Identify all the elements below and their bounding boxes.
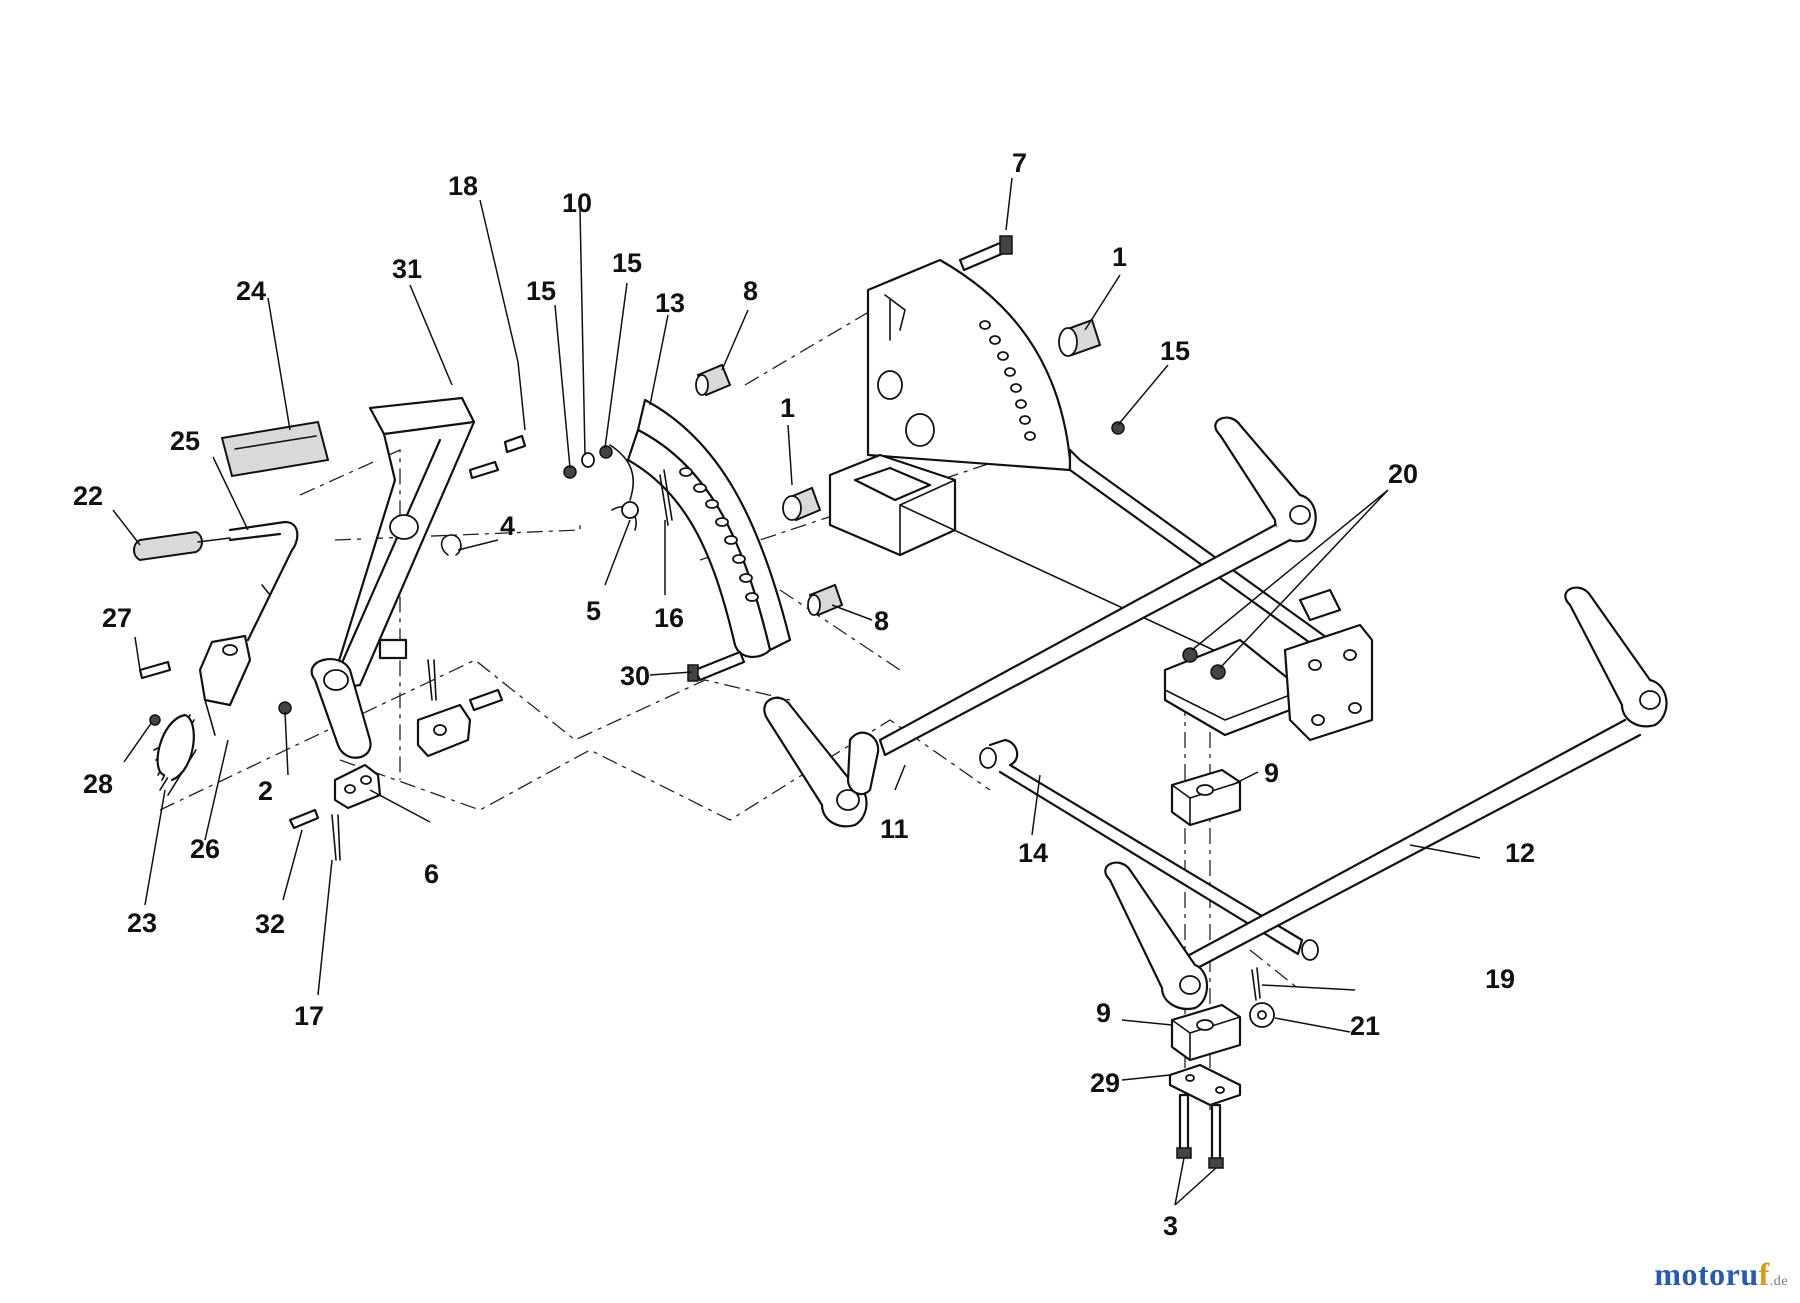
watermark-letter: o <box>1709 1256 1726 1292</box>
callout-5: 5 <box>586 596 601 626</box>
callout-12: 12 <box>1505 838 1535 868</box>
callout-9: 9 <box>1096 998 1111 1028</box>
part-26-bracket <box>198 634 252 736</box>
callout-17: 17 <box>294 1001 324 1031</box>
callout-9: 9 <box>1264 758 1279 788</box>
leader-lines <box>112 177 1481 1206</box>
callout-25: 25 <box>170 426 200 456</box>
callout-8: 8 <box>743 276 758 306</box>
callout-20: 20 <box>1388 459 1418 489</box>
callout-19: 19 <box>1485 964 1515 994</box>
frame-holes <box>979 320 1036 441</box>
part-16-pin <box>659 469 673 526</box>
part-19-pin <box>1251 967 1261 1001</box>
part-14-rod <box>979 738 1319 961</box>
part-22-grip <box>133 530 231 562</box>
callout-7: 7 <box>1012 148 1027 178</box>
callout-24: 24 <box>236 276 266 306</box>
callout-15: 15 <box>612 248 642 278</box>
part-clevis-link <box>416 659 504 758</box>
part-31-pedal-arm <box>310 396 476 759</box>
callout-22: 22 <box>73 481 103 511</box>
watermark-letter: t <box>1697 1256 1710 1292</box>
part-18-bolts <box>468 434 527 480</box>
callout-21: 21 <box>1350 1011 1380 1041</box>
part-9-block-lower <box>1170 1003 1242 1062</box>
part-11-arm <box>763 696 880 828</box>
part-13-quadrant <box>626 398 792 658</box>
part-21-washer <box>1249 1002 1275 1028</box>
part-30-bolt <box>687 650 746 682</box>
part-15-nuts <box>563 421 1125 479</box>
callout-26: 26 <box>190 834 220 864</box>
part-24-pedal-pad <box>220 420 330 478</box>
callout-15: 15 <box>526 276 556 306</box>
callout-13: 13 <box>655 288 685 318</box>
watermark-letter: u <box>1740 1256 1759 1292</box>
part-3-bolts <box>1176 1093 1224 1169</box>
callout-30: 30 <box>620 661 650 691</box>
part-mount-bracket <box>1163 588 1374 742</box>
callout-4: 4 <box>500 511 515 541</box>
callout-27: 27 <box>102 603 132 633</box>
part-25-lever <box>228 520 299 642</box>
part-20-nuts <box>1182 647 1226 680</box>
callout-labels: 1 1 2 3 4 5 6 7 8 8 9 9 10 11 12 13 14 1… <box>73 148 1535 1241</box>
callout-16: 16 <box>654 603 684 633</box>
motoruf-watermark: motoruf.de <box>1654 1256 1788 1293</box>
callout-6: 6 <box>424 859 439 889</box>
part-7-bolt <box>958 235 1013 272</box>
callout-18: 18 <box>448 171 478 201</box>
callout-23: 23 <box>127 908 157 938</box>
callout-8: 8 <box>874 606 889 636</box>
watermark-letter: r <box>1725 1256 1741 1292</box>
part-12-shaft <box>1104 586 1668 1010</box>
part-upper-shaft <box>878 416 1317 757</box>
part-1-bushing-upper <box>1058 318 1102 357</box>
callout-29: 29 <box>1090 1068 1120 1098</box>
callout-31: 31 <box>392 254 422 284</box>
callout-32: 32 <box>255 909 285 939</box>
watermark-letter: m <box>1654 1256 1682 1292</box>
callout-1: 1 <box>780 393 795 423</box>
callout-15: 15 <box>1160 336 1190 366</box>
callout-11: 11 <box>880 814 909 844</box>
callout-10: 10 <box>562 188 592 218</box>
part-4-clip <box>440 534 462 556</box>
watermark-tld: .de <box>1769 1274 1788 1289</box>
part-10-washer <box>581 452 595 468</box>
callout-1: 1 <box>1112 242 1127 272</box>
part-23-spring <box>153 713 197 796</box>
watermark-letter: o <box>1681 1256 1698 1292</box>
part-1-bushing-lower <box>782 486 822 522</box>
watermark-letter: f <box>1758 1256 1770 1292</box>
part-frame-plate <box>828 258 1332 691</box>
part-5-spring <box>609 444 639 531</box>
callout-3: 3 <box>1163 1211 1178 1241</box>
part-27-pin <box>138 660 172 680</box>
callout-14: 14 <box>1018 838 1048 868</box>
part-29-plate <box>1168 1063 1242 1107</box>
callout-28: 28 <box>83 769 113 799</box>
part-8-spacer-top <box>695 363 732 397</box>
part-32-pin <box>288 808 320 830</box>
quadrant-holes <box>679 467 759 602</box>
part-6-link <box>333 763 382 810</box>
part-8-spacer-bottom <box>807 583 844 617</box>
callout-2: 2 <box>258 776 273 806</box>
part-17-pin <box>331 814 341 861</box>
part-9-block-upper <box>1170 768 1242 827</box>
